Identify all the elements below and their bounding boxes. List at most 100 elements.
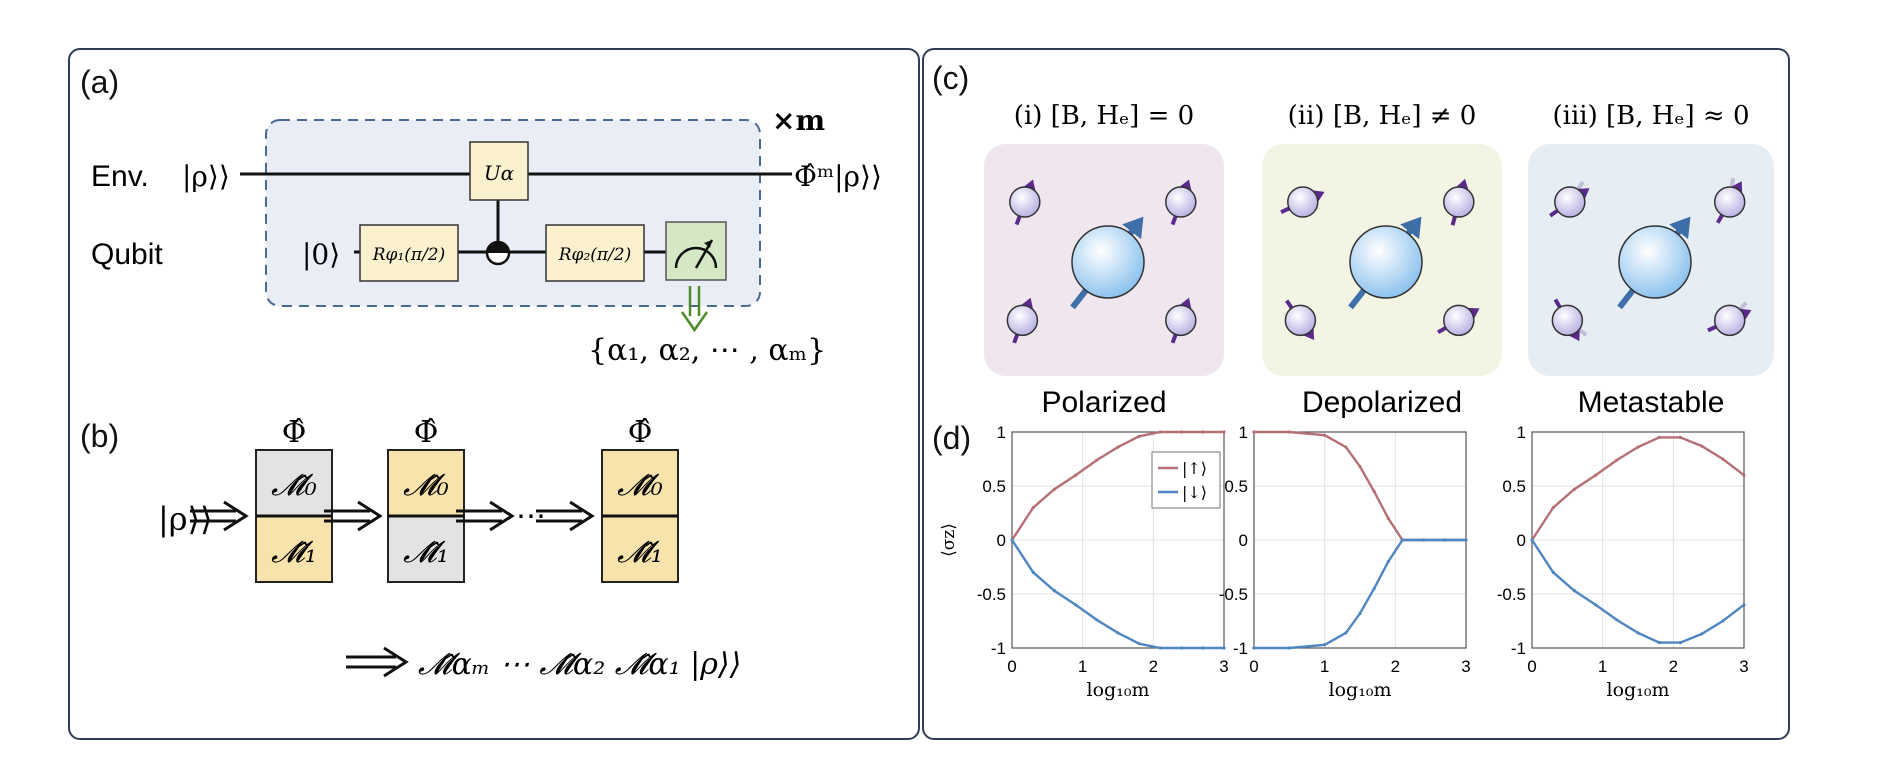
- central-spin-icon: [1348, 216, 1423, 310]
- measurement-chain: |ρ⟩⟩Φ̂𝓜̂₀𝓜̂₁Φ̂𝓜̂₀𝓜̂₁Φ̂𝓜̂₀𝓜̂₁⋯𝓜̂αₘ ⋯ 𝓜̂α₂…: [158, 415, 741, 682]
- spin-sphere: [1713, 186, 1746, 218]
- small-spin-icon: [1009, 179, 1041, 226]
- data-point: [1323, 643, 1327, 647]
- data-point: [1572, 487, 1576, 491]
- data-point: [1700, 632, 1704, 636]
- y-tick-label: -1: [1511, 639, 1526, 658]
- data-point: [1358, 611, 1362, 616]
- m0-label: 𝓜̂₀: [617, 468, 663, 503]
- case-caption: Depolarized: [1302, 386, 1462, 419]
- legend-label: |↓⟩: [1182, 483, 1207, 502]
- small-spin-icon: [1280, 186, 1325, 218]
- small-spin-icon: [1165, 297, 1197, 344]
- data-point: [1657, 435, 1661, 439]
- block-m1: [255, 515, 333, 583]
- x-axis-label: log₁₀m: [1329, 679, 1392, 701]
- data-point: [1074, 473, 1078, 477]
- data-point: [1530, 538, 1534, 542]
- y-tick-label: -1: [991, 639, 1006, 658]
- data-point: [1252, 430, 1256, 434]
- chain-arrow: [536, 500, 595, 532]
- small-spin-icon: [1551, 298, 1588, 342]
- spin-arrowhead: [1400, 216, 1422, 240]
- repeat-label: ×m: [772, 104, 825, 137]
- outcomes-set: {α₁, α₂, ⋯ , αₘ}: [588, 333, 826, 368]
- chain-input: |ρ⟩⟩: [158, 500, 213, 538]
- data-point: [1201, 430, 1205, 434]
- result-arrow: [346, 646, 409, 678]
- x-tick-label: 0: [1007, 657, 1016, 676]
- phi-label: Φ̂: [628, 415, 653, 450]
- x-axis-label: log₁₀m: [1607, 679, 1670, 701]
- data-point: [1422, 538, 1426, 542]
- circuit-diagram: Uα Rφ₁(π/2) Rφ₂(π/2) Env. |ρ⟩⟩ Qubit |0⟩…: [91, 104, 882, 368]
- data-point: [1742, 603, 1746, 607]
- data-point: [1678, 435, 1682, 439]
- x-tick-label: 0: [1527, 657, 1536, 676]
- data-point: [1031, 570, 1035, 574]
- y-tick-label: -0.5: [1497, 585, 1526, 604]
- outcome-arrow: [680, 286, 709, 333]
- spin-sphere: [1009, 186, 1041, 218]
- case-title: (iii) [B, Hₑ] ≈ 0: [1552, 101, 1749, 131]
- data-point: [1222, 646, 1226, 650]
- data-point: [1344, 631, 1348, 635]
- data-point: [1074, 603, 1078, 607]
- small-spin-icon: [1713, 177, 1746, 224]
- spin-sphere: [1554, 186, 1586, 218]
- block-m1: [601, 515, 679, 583]
- small-spin-icon: [1707, 301, 1752, 337]
- y-tick-label: 1: [997, 423, 1006, 442]
- data-point: [1358, 464, 1362, 469]
- spin-sphere: [1287, 186, 1319, 218]
- data-point: [1180, 430, 1184, 434]
- small-spin-icon: [1443, 178, 1475, 226]
- gate-r2-box: [545, 224, 645, 282]
- m0-label: 𝓜̂₀: [403, 468, 449, 503]
- data-point: [1742, 473, 1746, 477]
- m0-label: 𝓜̂₀: [271, 468, 317, 503]
- data-point: [1095, 458, 1099, 462]
- y-tick-label: -0.5: [1219, 585, 1248, 604]
- arrow-head: [223, 500, 249, 532]
- data-point: [1594, 603, 1598, 607]
- data-point: [1721, 457, 1725, 461]
- data-point: [1344, 445, 1348, 449]
- data-point: [1700, 444, 1704, 448]
- data-point: [1137, 642, 1141, 646]
- gate-r1-box: [359, 224, 459, 282]
- x-tick-label: 2: [1669, 657, 1678, 676]
- gate-u-label: Uα: [484, 161, 515, 185]
- data-point: [1010, 538, 1014, 542]
- central-spin-icon: [1617, 216, 1692, 310]
- chain-arrow: [324, 500, 383, 532]
- data-point: [1158, 430, 1162, 434]
- case-title: (i) [B, Hₑ] = 0: [1014, 101, 1194, 131]
- y-tick-label: 0.5: [1224, 477, 1248, 496]
- arrow-head: [383, 646, 409, 678]
- y-axis-label: ⟨σz⟩: [939, 523, 959, 557]
- small-spin-icon: [1165, 179, 1197, 226]
- case-title: (ii) [B, Hₑ] ≠ 0: [1288, 101, 1477, 131]
- x-tick-label: 1: [1598, 657, 1607, 676]
- spin-arrowhead: [1669, 216, 1691, 240]
- data-point: [1386, 560, 1390, 564]
- spin-sphere: [1443, 186, 1475, 218]
- m1-label: 𝓜̂₁: [271, 535, 317, 570]
- y-tick-label: 0: [997, 531, 1006, 550]
- data-point: [1323, 433, 1327, 437]
- m1-label: 𝓜̂₁: [403, 535, 449, 570]
- x-tick-label: 1: [1078, 657, 1087, 676]
- chain-arrow: [190, 500, 249, 532]
- env-input: |ρ⟩⟩: [182, 160, 230, 193]
- small-spin-icon: [1006, 297, 1039, 344]
- data-point: [1615, 458, 1619, 462]
- spin-sphere: [1618, 225, 1692, 299]
- spin-sphere: [1349, 225, 1423, 299]
- x-tick-label: 3: [1739, 657, 1748, 676]
- spin-sphere: [1071, 225, 1145, 299]
- chain-result: 𝓜̂αₘ ⋯ 𝓜̂α₂ 𝓜̂α₁ |ρ⟩⟩: [418, 647, 741, 682]
- data-point: [1372, 587, 1376, 591]
